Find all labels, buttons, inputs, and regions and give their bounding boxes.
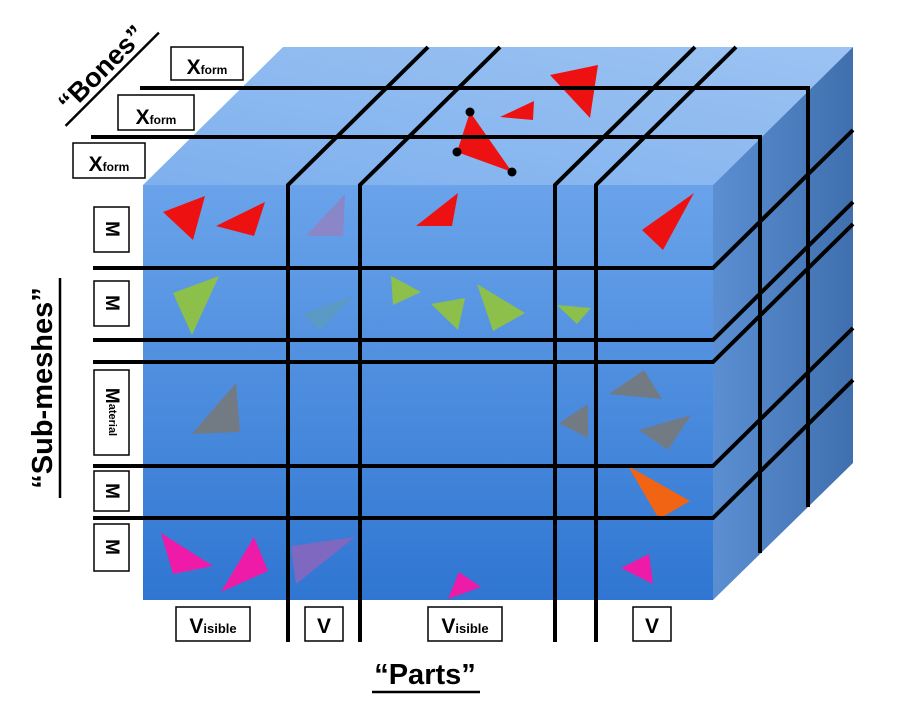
red-triangle: [163, 196, 205, 240]
visible-label: V: [632, 606, 672, 642]
visible-label-big: V: [317, 615, 331, 638]
material-label-big: M: [102, 483, 123, 499]
red-triangle: [216, 202, 265, 236]
xform-label: Xform: [170, 46, 244, 81]
vertex-dot: [507, 167, 517, 177]
red-triangle: [457, 112, 512, 172]
triangle-layer: [161, 65, 694, 599]
magenta-triangle: [161, 533, 213, 574]
gray-triangle: [639, 415, 691, 450]
material-labels: M M Material M M: [93, 206, 130, 572]
parts-title-text: “Parts”: [374, 659, 476, 691]
xform-labels: Xform Xform Xform: [72, 46, 244, 179]
green-triangle: [431, 298, 465, 330]
vertex-dot: [452, 147, 462, 157]
svg-text:V: V: [645, 615, 659, 638]
red-triangle: [642, 193, 694, 250]
red-triangle: [550, 65, 598, 118]
material-label-big: M: [102, 539, 123, 555]
material-label: M: [93, 470, 130, 512]
green-triangle: [477, 284, 525, 331]
svg-text:M: M: [102, 539, 123, 555]
bone-line: [140, 86, 810, 507]
submeshes-title: “Sub-meshes”: [27, 278, 62, 498]
material-label-big: M: [102, 388, 123, 404]
visible-label-big: V: [189, 615, 203, 638]
submesh-line: [93, 222, 855, 364]
part-line: [594, 45, 738, 642]
orange-triangle: [628, 466, 690, 519]
xform-label-small: form: [103, 160, 130, 174]
xform-label: Xform: [72, 142, 146, 179]
teal-triangle: [303, 296, 353, 330]
svg-text:V: V: [317, 615, 331, 638]
purple-triangle: [306, 194, 345, 236]
part-line: [553, 45, 697, 642]
svg-text:M: M: [102, 221, 123, 237]
gray-triangle: [559, 404, 588, 438]
red-triangle: [416, 193, 458, 226]
submesh-line: [93, 326, 855, 468]
svg-text:Material: Material: [102, 388, 123, 436]
xform-label-small: form: [150, 113, 177, 127]
material-label-big: M: [102, 295, 123, 311]
green-triangle: [557, 305, 591, 324]
part-line: [358, 45, 502, 642]
submesh-line: [93, 378, 855, 520]
cube-side-face: [713, 47, 853, 600]
svg-text:Visible: Visible: [189, 615, 236, 638]
green-triangle: [173, 276, 219, 335]
xform-label: Xform: [117, 94, 195, 131]
submeshes-title-text: “Sub-meshes”: [27, 287, 59, 488]
visible-label-small: isible: [203, 621, 236, 636]
svg-text:Xform: Xform: [187, 56, 228, 79]
xform-label-big: X: [89, 153, 103, 176]
gray-triangle: [609, 370, 662, 399]
bones-title-underline: [64, 31, 160, 127]
svg-text:Visible: Visible: [441, 615, 488, 638]
purple-triangle: [291, 537, 355, 584]
red-triangle: [500, 101, 534, 120]
svg-text:Xform: Xform: [136, 106, 177, 129]
svg-text:M: M: [102, 295, 123, 311]
material-label: Material: [93, 369, 130, 456]
material-label: M: [93, 280, 130, 327]
gray-triangle: [192, 383, 240, 434]
material-label-big: M: [102, 221, 123, 237]
bone-line: [91, 135, 762, 553]
visible-label-big: V: [645, 615, 659, 638]
visible-label: Visible: [427, 606, 503, 642]
svg-text:M: M: [102, 483, 123, 499]
material-label: M: [93, 523, 130, 572]
visible-label-big: V: [441, 615, 455, 638]
part-line: [286, 45, 430, 642]
magenta-triangle: [621, 554, 653, 584]
material-label-small: aterial: [106, 404, 118, 436]
visible-labels: Visible V Visible V: [175, 606, 672, 642]
green-triangle: [391, 276, 421, 305]
parts-title: “Parts”: [372, 659, 480, 694]
visible-label-small: isible: [455, 621, 488, 636]
xform-label-small: form: [201, 63, 228, 77]
xform-label-big: X: [187, 56, 201, 79]
magenta-triangle: [221, 537, 268, 592]
submesh-line: [93, 128, 855, 270]
material-label: M: [93, 206, 130, 253]
visible-label: V: [304, 606, 344, 642]
skinned-triangle-vertices: [452, 107, 517, 177]
xform-label-big: X: [136, 106, 150, 129]
submesh-line: [93, 200, 855, 342]
magenta-triangle: [448, 572, 481, 599]
vertex-dot: [465, 107, 475, 117]
visible-label: Visible: [175, 606, 251, 642]
svg-text:Xform: Xform: [89, 153, 130, 176]
grid-lines: [91, 45, 855, 642]
